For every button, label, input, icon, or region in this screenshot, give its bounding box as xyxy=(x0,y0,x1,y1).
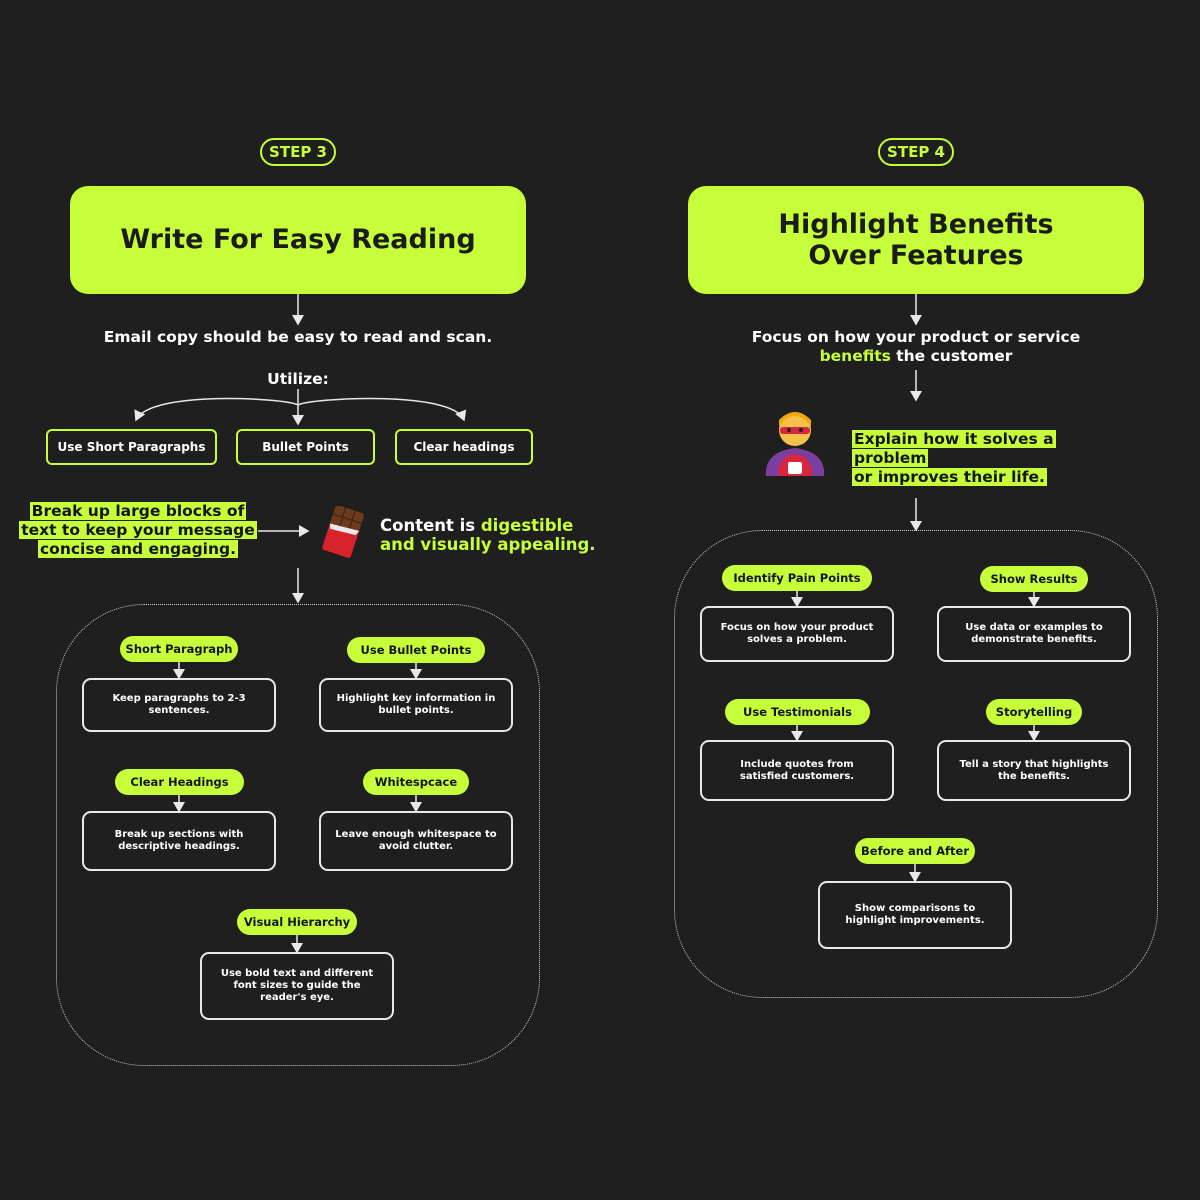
explain-callout: Explain how it solves a problem or impro… xyxy=(852,430,1056,486)
step-3-intro: Email copy should be easy to read and sc… xyxy=(103,328,493,346)
step-4-title: Highlight Benefits Over Features xyxy=(688,186,1144,294)
tag-clear-headings: Clear headings xyxy=(395,429,533,465)
card-whitespace: Leave enough whitespace to avoid clutter… xyxy=(319,811,513,871)
step-3-title: Write For Easy Reading xyxy=(70,186,526,294)
pill-use-bullet-points: Use Bullet Points xyxy=(347,637,485,663)
superhero-icon xyxy=(765,412,825,476)
card-identify-pain-points: Focus on how your product solves a probl… xyxy=(700,606,894,662)
chocolate-bar-icon xyxy=(322,506,364,558)
card-use-testimonials: Include quotes from satisfied customers. xyxy=(700,740,894,801)
step-4-panel xyxy=(674,530,1158,998)
pill-storytelling: Storytelling xyxy=(986,699,1082,725)
card-show-results: Use data or examples to demonstrate bene… xyxy=(937,606,1131,662)
utilize-label: Utilize: xyxy=(267,370,329,388)
tag-use-short-paragraphs: Use Short Paragraphs xyxy=(46,429,217,465)
card-storytelling: Tell a story that highlights the benefit… xyxy=(937,740,1131,801)
step-3-panel xyxy=(56,604,540,1066)
card-clear-headings: Break up sections with descriptive headi… xyxy=(82,811,276,871)
card-before-and-after: Show comparisons to highlight improvemen… xyxy=(818,881,1012,949)
step-4-badge: STEP 4 xyxy=(878,138,954,166)
content-digestible-text: Content is digestible and visually appea… xyxy=(380,516,596,554)
step-3-badge: STEP 3 xyxy=(260,138,336,166)
card-short-paragraph: Keep paragraphs to 2-3 sentences. xyxy=(82,678,276,732)
pill-before-and-after: Before and After xyxy=(855,838,975,864)
pill-identify-pain-points: Identify Pain Points xyxy=(722,565,872,591)
break-up-callout: Break up large blocks of text to keep yo… xyxy=(19,502,257,558)
card-use-bullet-points: Highlight key information in bullet poin… xyxy=(319,678,513,732)
step-4-intro: Focus on how your product or service ben… xyxy=(751,328,1081,365)
pill-use-testimonials: Use Testimonials xyxy=(725,699,870,725)
tag-bullet-points: Bullet Points xyxy=(236,429,375,465)
pill-short-paragraph: Short Paragraph xyxy=(120,636,238,662)
pill-whitespace: Whitespcace xyxy=(363,769,469,795)
pill-visual-hierarchy: Visual Hierarchy xyxy=(237,909,357,935)
card-visual-hierarchy: Use bold text and different font sizes t… xyxy=(200,952,394,1020)
pill-clear-headings: Clear Headings xyxy=(115,769,244,795)
pill-show-results: Show Results xyxy=(980,566,1088,592)
